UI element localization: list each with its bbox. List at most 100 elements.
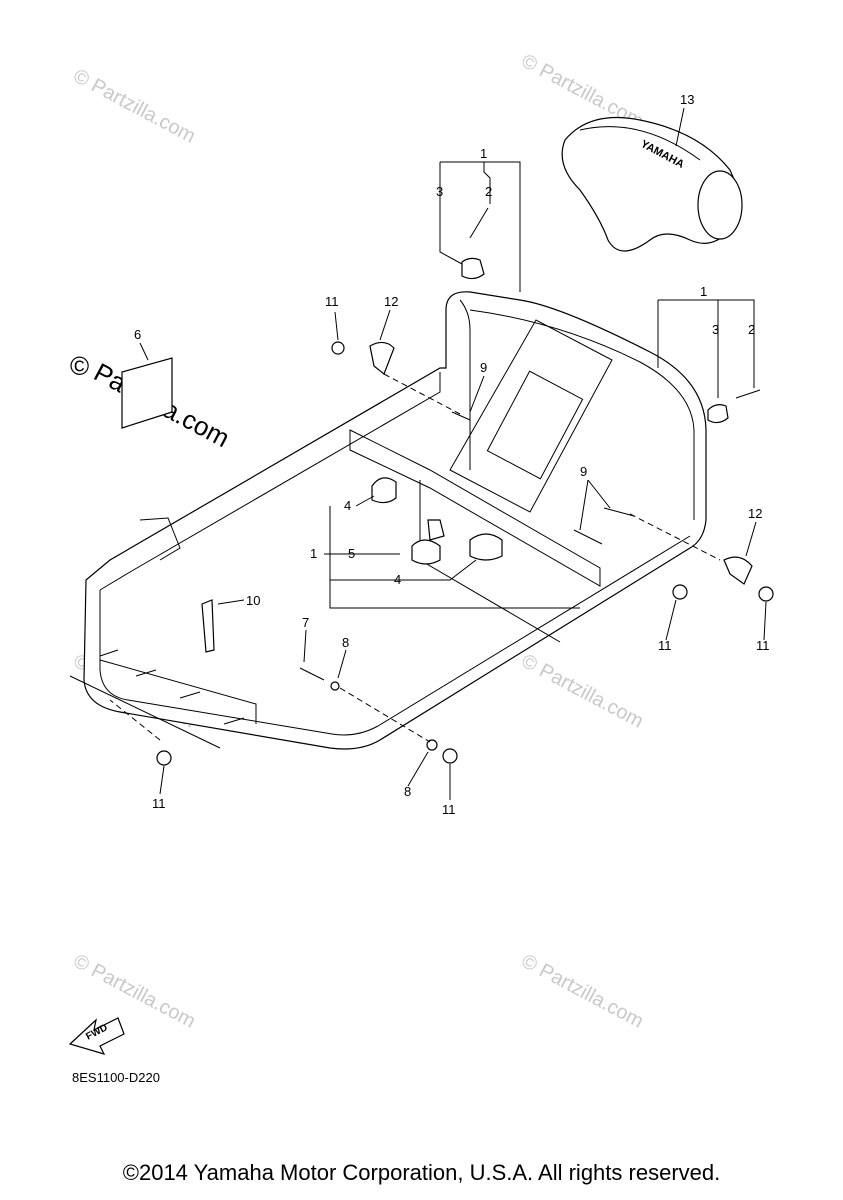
damper-3-top [461,257,485,280]
callout: 12 [748,506,762,521]
callout: 1 [700,284,707,299]
bracket-line [329,506,580,609]
clamp-assembly [371,477,503,565]
nut-11-top-left [331,341,345,355]
frame-outline [83,291,707,750]
callout: 7 [302,615,309,630]
strap-10 [201,599,215,653]
leader-11 [334,311,339,341]
leader-10 [217,599,245,605]
callout: 12 [384,294,398,309]
copyright-notice: ©2014 Yamaha Motor Corporation, U.S.A. A… [122,1160,721,1185]
watermark: © Partzilla.com [70,65,199,148]
dashed-line [109,699,161,741]
leader-9 [587,479,611,509]
frame-assembly [83,291,707,750]
washer-8-lower [426,739,438,751]
frame-upright-left [459,299,471,470]
leader-11 [159,765,165,795]
stud [135,669,157,677]
clamp-lower [469,533,503,561]
pad-cover-seam [579,126,701,161]
leader-9 [579,479,589,531]
callout: 11 [325,294,339,309]
stud [179,691,201,699]
callout: 5 [348,546,355,561]
stud-guide [69,675,221,749]
callout: 11 [658,638,672,653]
callout: 4 [344,498,351,513]
clamp-tab [427,519,445,541]
callout: 11 [442,802,456,817]
leader-7 [303,629,307,663]
rivet-2-top [469,207,489,239]
bolt-9-upper [451,411,471,421]
assembly-lines [109,373,721,743]
frame-bracket [139,517,181,561]
bolt-9-right [603,507,635,517]
dashed-line [339,687,431,743]
clamp-middle [411,539,441,565]
bracket-line [658,299,755,388]
stud [223,717,245,725]
callout: 2 [485,184,492,199]
watermark: © Partzilla.com [70,950,199,1033]
studs [69,649,245,749]
bracket-line [483,162,491,204]
leader-13 [675,107,685,147]
bracket-line [330,559,477,581]
pad-cover-body [561,117,739,252]
frame-upright-curve [469,309,695,520]
diagram-code: 8ES1100-D220 [72,1070,160,1085]
group-bracket-left [324,495,580,609]
dashed-line [629,513,721,561]
clamp-upper [371,477,397,504]
leader-11 [763,601,767,641]
callout: 10 [246,593,260,608]
fwd-arrow-shape [68,1017,125,1055]
callout: 3 [436,184,443,199]
forward-arrow-icon: FWD [68,1017,125,1055]
watermark: © Partzilla.com [518,650,647,733]
dashed-line [383,373,461,415]
callout: 8 [404,784,411,799]
rivet-2-right [735,389,761,399]
bracket-line [439,162,463,265]
group-bracket-top [439,161,521,292]
frame-crossbar [349,429,601,587]
group-bracket-right [657,299,755,398]
leader-12 [745,521,757,557]
callout: 9 [580,464,587,479]
leader-8 [337,649,347,679]
frame-plate-window [486,370,584,480]
nut-11-bottom [442,748,458,764]
pad-cover-13: YAMAHA [561,117,743,252]
callout: 6 [134,327,141,342]
bracket-12-right [723,556,753,585]
callout: 2 [748,322,755,337]
frame-front-plate [99,640,257,724]
pad-cover-end [697,170,743,240]
leader-8 [407,751,429,787]
callout-labels: 13 1 3 2 1 3 2 11 12 6 9 9 12 4 1 5 4 10… [134,92,770,817]
callout: 9 [480,360,487,375]
callout: 11 [152,796,166,811]
bracket-line [355,495,375,507]
damper-3-right [707,404,729,424]
watermark-symbol: © [70,351,89,381]
callout: 1 [480,146,487,161]
leader-6 [139,342,149,361]
callout: 1 [310,546,317,561]
leader-9 [469,375,485,413]
stud [99,649,119,657]
callout: 4 [394,572,401,587]
nut-11-bottom-left [156,750,172,766]
frame-plate [449,319,613,513]
callout: 8 [342,635,349,650]
frame-inner-top [99,372,441,591]
bolt-7 [299,667,325,681]
bracket-line [440,161,521,292]
bracket-12-left [369,341,395,375]
callout: 11 [756,638,770,653]
callout: 3 [712,322,719,337]
